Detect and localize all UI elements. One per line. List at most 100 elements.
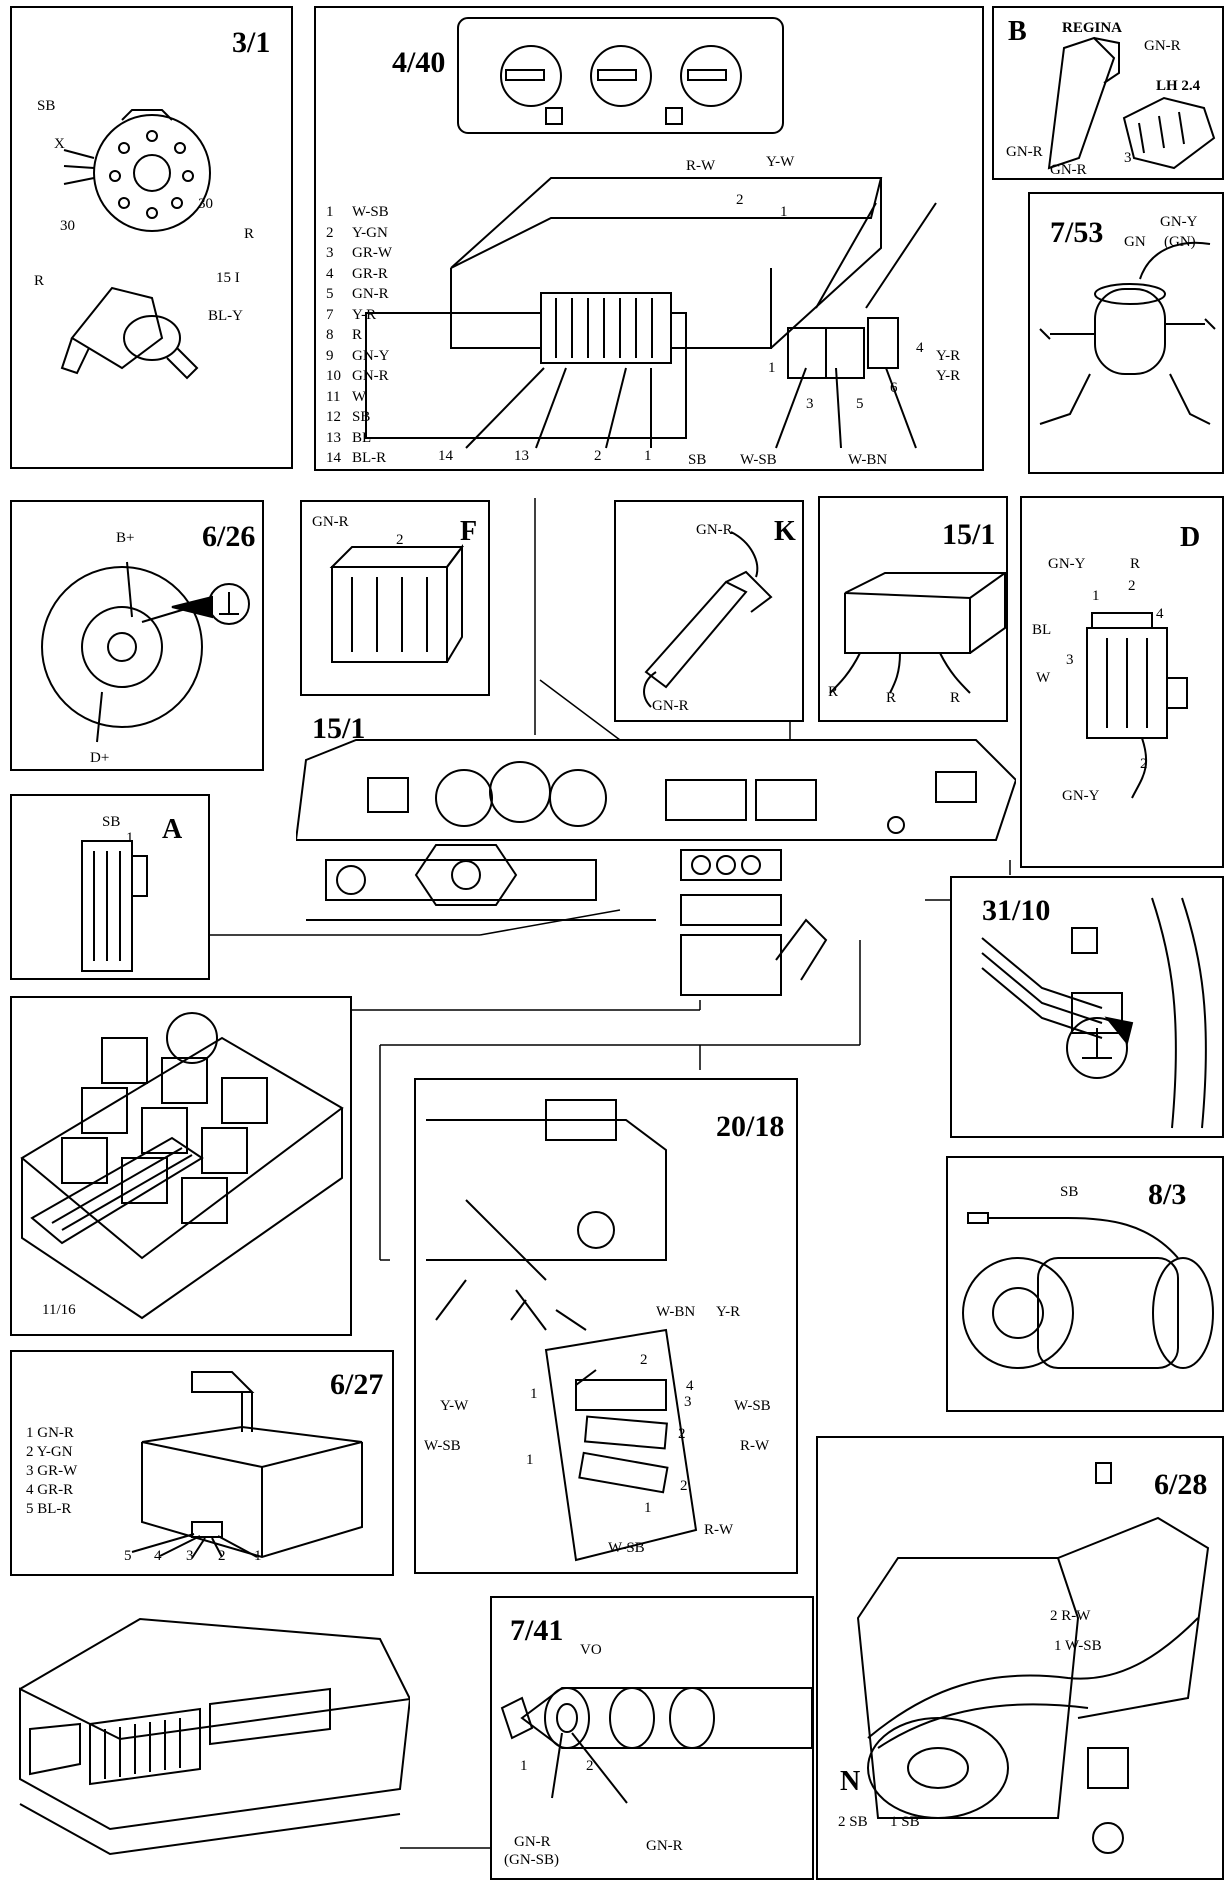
pin-label: 1 bbox=[644, 448, 652, 464]
pin-label: 4 bbox=[686, 1378, 694, 1394]
pin-label: 2 bbox=[396, 532, 404, 548]
wire-label: R bbox=[34, 273, 45, 289]
pin-label: 2 bbox=[594, 448, 602, 464]
pin-label: 3 bbox=[1066, 652, 1074, 668]
panel-8-3-ac-compressor: 8/3 SB bbox=[946, 1156, 1224, 1412]
connector-d-drawing bbox=[1086, 612, 1188, 799]
pin-label: 2 bbox=[586, 1758, 594, 1774]
wire-label: R-W bbox=[704, 1522, 734, 1538]
pin-label: 2 bbox=[640, 1352, 648, 1368]
wire-color-legend: 1 GN-R 2 Y-GN 3 GR-W 4 GR-R 5 BL-R bbox=[26, 1424, 77, 1519]
wire-label: Y-R bbox=[936, 348, 961, 364]
wire-label: W-SB bbox=[734, 1398, 771, 1414]
control-module-drawing bbox=[829, 572, 1006, 694]
wire-label: GN-R bbox=[1006, 144, 1043, 160]
panel-ref-number: 4/40 bbox=[392, 46, 446, 79]
solenoid-valve-drawing bbox=[1039, 241, 1216, 425]
pin-label: 1 bbox=[768, 360, 776, 376]
pin-label: 3 bbox=[1124, 150, 1132, 166]
wire-label: W-SB bbox=[740, 452, 777, 468]
wire-label: Y-R bbox=[936, 368, 961, 384]
pin-label: 1 bbox=[780, 204, 788, 220]
wire-label: Y-W bbox=[440, 1398, 469, 1414]
wire-label: Y-R bbox=[716, 1304, 741, 1320]
legend-row: 2 Y-GN bbox=[26, 1444, 73, 1460]
car-front-overview bbox=[10, 1604, 410, 1882]
wire-label: GN-Y bbox=[1062, 788, 1100, 804]
pin-label: 4 bbox=[154, 1548, 162, 1564]
wire-label: Y-W bbox=[766, 154, 795, 170]
wire-label: 1 W-SB bbox=[1054, 1638, 1102, 1654]
panel-letter: A bbox=[162, 814, 183, 845]
wire-label: 2 SB bbox=[838, 1814, 868, 1830]
wire-label: 2 R-W bbox=[1050, 1608, 1091, 1624]
wire-label: (GN-SB) bbox=[504, 1852, 559, 1868]
panel-d-connector: D GN-Y R 1 2 4 BL 3 W 2 GN-Y bbox=[1020, 496, 1224, 868]
dashboard-overview: 15/1 bbox=[296, 712, 1016, 1050]
servo-motor-drawing bbox=[131, 1371, 363, 1559]
panel-a-connector: A SB 1 bbox=[10, 794, 210, 980]
pin-label: 2 bbox=[680, 1478, 688, 1494]
ground-point-drawing bbox=[981, 897, 1207, 1129]
panel-k-connector: K GN-R GN-R bbox=[614, 500, 804, 722]
wire-label: GN-R bbox=[1050, 162, 1087, 178]
panel-ref-number: 6/27 bbox=[330, 1368, 384, 1401]
panel-15-1-control-module: 15/1 R R R bbox=[818, 496, 1008, 722]
wire-label: W-BN bbox=[656, 1304, 696, 1320]
climate-control-drawing bbox=[365, 17, 937, 449]
pin-label: 1 bbox=[526, 1452, 534, 1468]
panel-7-41-sensor: 7/41 VO 1 2 GN-R (GN-SB) GN-R bbox=[490, 1596, 814, 1880]
wire-label: GN-Y bbox=[1160, 214, 1198, 230]
wire-label: R bbox=[886, 690, 897, 706]
blower-motor-drawing bbox=[856, 1462, 1210, 1854]
pin-label: 5 bbox=[856, 396, 864, 412]
terminal-label: 30 bbox=[60, 218, 75, 234]
panel-ref-number: 15/1 bbox=[942, 518, 996, 551]
alternator-drawing bbox=[41, 561, 250, 743]
pin-label: 3 bbox=[186, 1548, 194, 1564]
wire-label: X bbox=[54, 136, 65, 152]
pin-label: 5 bbox=[124, 1548, 132, 1564]
panel-letter: B bbox=[1008, 16, 1027, 47]
wire-label: SB bbox=[688, 452, 707, 468]
pin-label: 4 bbox=[916, 340, 924, 356]
system-label: REGINA bbox=[1062, 20, 1123, 36]
wire-label: R bbox=[828, 684, 839, 700]
wire-label: GN-R bbox=[646, 1838, 683, 1854]
wire-label: GN-R bbox=[514, 1834, 551, 1850]
system-label: LH 2.4 bbox=[1156, 78, 1201, 94]
panel-f-connector: F GN-R 2 bbox=[300, 500, 490, 696]
sensor-label: VO bbox=[580, 1642, 602, 1658]
legend-row: 4 GR-R bbox=[26, 1482, 74, 1498]
pin-label: 2 bbox=[1140, 756, 1148, 772]
ignition-switch-drawing bbox=[60, 109, 211, 380]
terminal-label: 30 bbox=[198, 196, 213, 212]
terminal-label: B+ bbox=[116, 530, 135, 546]
pin-label: 2 bbox=[218, 1548, 226, 1564]
panel-ref-number: 8/3 bbox=[1148, 1178, 1187, 1211]
wire-label: W-BN bbox=[848, 452, 888, 468]
panel-letter: K bbox=[774, 516, 796, 547]
pin-label: 3 bbox=[806, 396, 814, 412]
blower-resistor-drawing bbox=[426, 1099, 698, 1562]
panel-ref-number: 6/28 bbox=[1154, 1468, 1208, 1501]
pin-label: 3 bbox=[684, 1394, 692, 1410]
pin-label: 6 bbox=[890, 380, 898, 396]
pin-label: 2 bbox=[1128, 578, 1136, 594]
pin-label: 1 bbox=[126, 830, 134, 846]
pin-label: 1 bbox=[1092, 588, 1100, 604]
wire-label: SB bbox=[1060, 1184, 1079, 1200]
wire-label: GN-Y bbox=[1048, 556, 1086, 572]
pin-label: 2 bbox=[678, 1426, 686, 1442]
panel-6-27-servo-motor: 6/27 1 GN-R 2 Y-GN 3 GR-W 4 GR-R 5 BL-R … bbox=[10, 1350, 394, 1576]
legend-row: 5 BL-R bbox=[26, 1501, 72, 1517]
relay-box-drawing bbox=[20, 1012, 344, 1320]
panel-7-53-solenoid-valve: 7/53 GN-Y GN (GN) bbox=[1028, 192, 1224, 474]
